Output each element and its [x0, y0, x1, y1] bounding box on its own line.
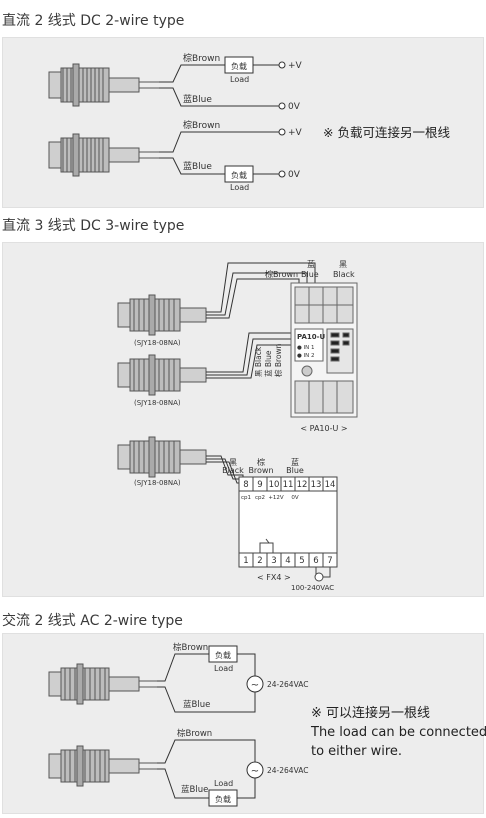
load-label-en: Load	[230, 183, 249, 192]
proximity-sensor-icon	[117, 294, 207, 336]
proximity-sensor-icon	[117, 354, 207, 396]
fx4-blue-cn: 蓝	[291, 457, 299, 467]
sensor-model-label: (SJY18-08NA)	[134, 479, 181, 487]
wire-label-blue-cn: 蓝	[307, 259, 315, 269]
svg-text:4: 4	[285, 556, 290, 566]
proximity-sensor-icon	[48, 63, 159, 107]
dc3-wiring-diagram: (SJY18-08NA) (SJY18-08NA) (SJY18-08NA)	[117, 259, 358, 592]
proximity-sensor-icon	[48, 663, 157, 705]
svg-text:8: 8	[243, 480, 248, 490]
svg-text:0V: 0V	[291, 495, 298, 501]
svg-text:10: 10	[269, 480, 280, 490]
sensor-model-label: (SJY18-08NA)	[134, 339, 181, 347]
load-note: ※ 负载可连接另一根线	[323, 125, 450, 140]
svg-text:7: 7	[327, 556, 332, 566]
fx4-black-cn: 黑	[229, 458, 237, 467]
section-heading-dc3: 直流 3 线式 DC 3-wire type	[2, 218, 185, 234]
svg-text:13: 13	[311, 480, 322, 490]
proximity-sensor-icon	[117, 436, 207, 478]
load-label-en: Load	[214, 664, 233, 673]
svg-text:14: 14	[325, 480, 336, 490]
pa10-caption: < PA10-U >	[300, 424, 347, 433]
fx4-supply: 100-240VAC	[291, 584, 334, 592]
vertical-label-black: 黑 Black	[254, 346, 263, 377]
ac-note-cn: ※ 可以连接另一根线	[311, 706, 431, 721]
brown-wire-label: 棕Brown	[183, 52, 220, 64]
blue-wire-label: 蓝Blue	[183, 93, 212, 105]
wire-label-black-cn: 黑	[339, 260, 347, 269]
ac-wire-set-2	[157, 739, 264, 807]
ac2-wiring-diagram: 棕Brown 蓝Blue 负载 Load ~ 24-264VAC 棕Brown …	[48, 642, 308, 807]
load-label-cn: 负载	[231, 61, 247, 71]
svg-text:2: 2	[257, 556, 262, 566]
load-label-cn: 负载	[215, 650, 231, 660]
ac2-diagram-panel: 棕Brown 蓝Blue 负载 Load ~ 24-264VAC 棕Brown …	[2, 633, 486, 814]
fx4-bottom-terminals: 1 2 3 4 5 6 7	[243, 556, 332, 566]
svg-text:1: 1	[243, 556, 248, 566]
vertical-label-blue: 蓝 Blue	[263, 350, 273, 377]
wire-label-blue-en: Blue	[301, 270, 319, 279]
blue-wire-label: 蓝Blue	[183, 699, 210, 710]
fx4-blue-en: Blue	[286, 466, 304, 475]
brown-wire-label: 棕Brown	[173, 642, 208, 653]
pa10-wires	[206, 262, 316, 491]
wire-set-2	[159, 128, 286, 183]
ac-source-symbol: ~	[251, 680, 259, 691]
plus-v-label: +V	[288, 128, 303, 138]
blue-wire-label: 蓝Blue	[183, 160, 212, 172]
proximity-sensor-icon	[48, 745, 157, 787]
svg-text:cp1: cp1	[241, 495, 251, 501]
brown-wire-label: 棕Brown	[177, 728, 212, 739]
pa10-controller-icon	[290, 282, 358, 418]
ac-note-en-1: The load can be connected	[311, 725, 486, 740]
dc2-diagram-panel: 棕Brown 蓝Blue 负载 Load +V 0V 棕Brown 蓝Blue	[2, 37, 484, 208]
fx4-brown-cn: 棕	[257, 457, 265, 467]
wire-set-1	[159, 56, 286, 110]
wire-label-brown: 棕Brown	[265, 269, 298, 279]
zero-v-label: 0V	[288, 170, 301, 180]
section-heading-dc2: 直流 2 线式 DC 2-wire type	[2, 13, 185, 29]
load-label-cn: 负载	[215, 794, 231, 804]
svg-text:5: 5	[299, 556, 304, 566]
load-label-en: Load	[230, 75, 249, 84]
fx4-brown-en: Brown	[248, 466, 273, 475]
supply-label: 24-264VAC	[267, 766, 308, 775]
pa10-in1: ● IN 1	[297, 345, 315, 351]
svg-text:+12V: +12V	[268, 495, 284, 501]
svg-text:9: 9	[257, 480, 262, 490]
plus-v-label: +V	[288, 61, 303, 71]
fx4-counter-icon	[238, 476, 338, 582]
ac-note: ※ 可以连接另一根线 The load can be connected to …	[311, 704, 486, 761]
load-label-cn: 负载	[231, 170, 247, 180]
section-heading-ac2: 交流 2 线式 AC 2-wire type	[2, 613, 183, 629]
fx4-top-terminals: 8 9 10 11 12 13 14	[243, 480, 335, 490]
blue-wire-label: 蓝Blue	[181, 784, 208, 795]
dc3-diagram-panel: (SJY18-08NA) (SJY18-08NA) (SJY18-08NA)	[2, 242, 484, 597]
supply-label: 24-264VAC	[267, 680, 308, 689]
svg-text:11: 11	[283, 480, 294, 490]
vertical-label-brown: 棕 Brown	[273, 343, 283, 377]
load-label-en: Load	[214, 779, 233, 788]
svg-text:6: 6	[313, 556, 318, 566]
dc2-wiring-diagram: 棕Brown 蓝Blue 负载 Load +V 0V 棕Brown 蓝Blue	[48, 52, 303, 192]
pa10-label: PA10-U	[297, 333, 326, 341]
svg-text:cp2: cp2	[255, 495, 265, 501]
zero-v-label: 0V	[288, 102, 301, 112]
proximity-sensor-icon	[48, 133, 159, 177]
svg-text:3: 3	[271, 556, 276, 566]
brown-wire-label: 棕Brown	[183, 119, 220, 131]
fx4-black-en: Black	[222, 466, 244, 475]
sensor-model-label: (SJY18-08NA)	[134, 399, 181, 407]
pa10-in2: ● IN 2	[297, 353, 315, 359]
svg-text:12: 12	[297, 480, 308, 490]
wire-label-black-en: Black	[333, 270, 355, 279]
ac-note-en-2: to either wire.	[311, 744, 403, 759]
ac-wire-set-1	[157, 645, 264, 713]
fx4-top-sub: cp1 cp2 +12V 0V	[241, 495, 299, 501]
fx4-caption: < FX4 >	[257, 573, 291, 582]
ac-source-symbol: ~	[251, 766, 259, 777]
